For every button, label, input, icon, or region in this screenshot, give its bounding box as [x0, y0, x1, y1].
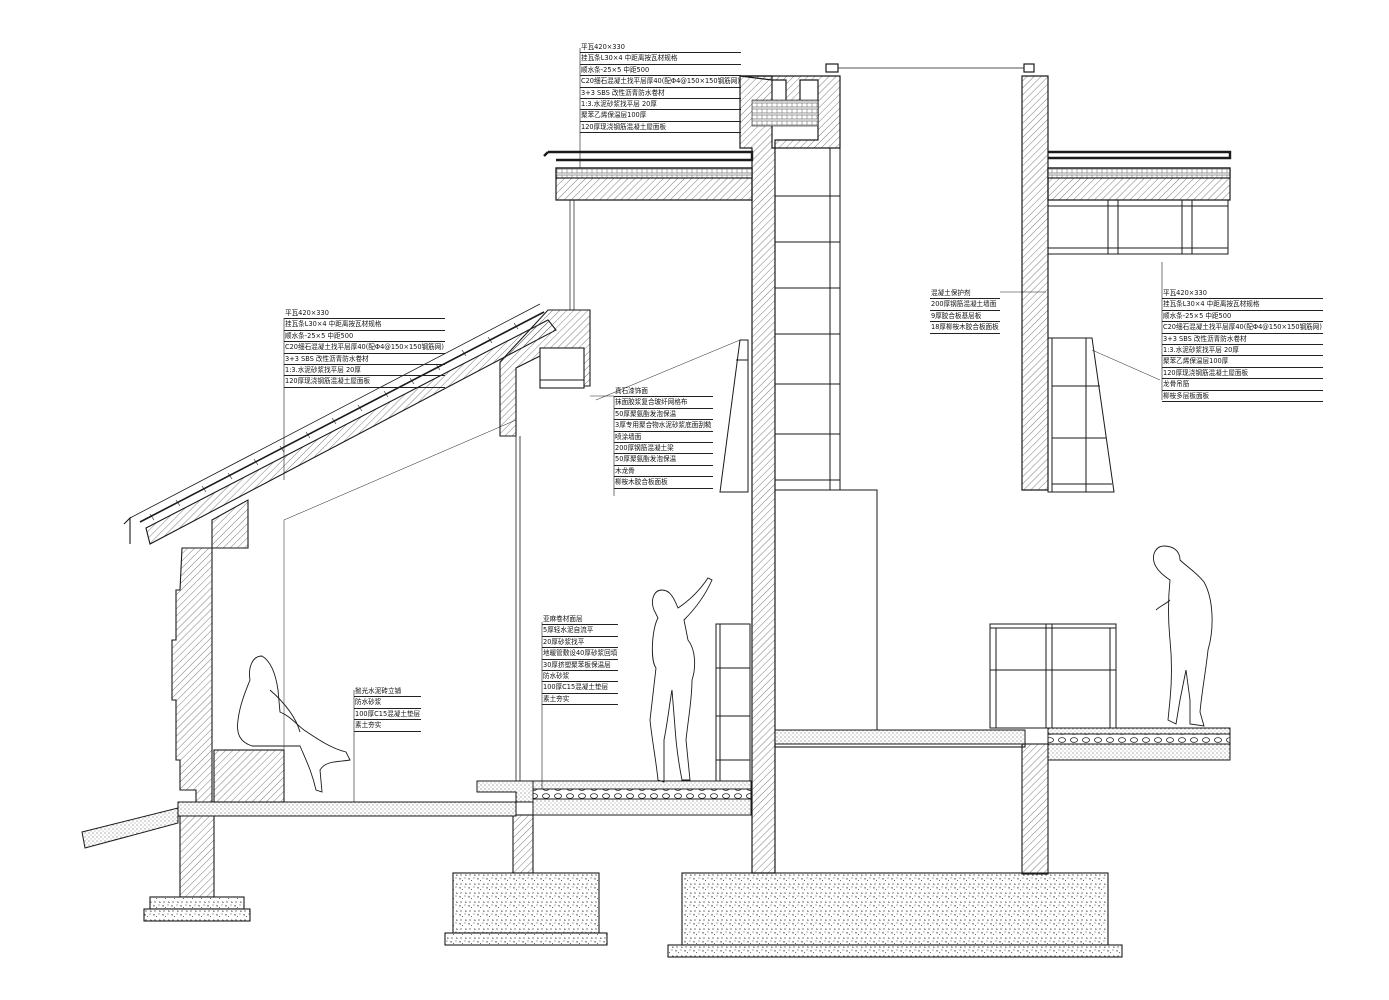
- callout-line: 亚麻卷材面层: [542, 614, 619, 626]
- callout-line: 抛光水泥砖立铺: [354, 686, 422, 698]
- callout-line: 50厚聚氨酯发泡保温: [614, 454, 713, 466]
- callout-line: 挂瓦条L30×4 中距离按瓦材规格: [1162, 299, 1323, 311]
- callout-line: 3厚专用聚合物水泥砂浆底面刮糙: [614, 420, 713, 432]
- callout-line: 平瓦420×330: [580, 42, 741, 54]
- callout-line: 顺水条-25×5 中距500: [580, 65, 741, 77]
- callout-line: 1:3.水泥砂浆找平层 20厚: [1162, 345, 1323, 357]
- callout-line: 1:3.水泥砂浆找平层 20厚: [284, 365, 445, 377]
- callout-line: 30厚挤塑聚苯板保温层: [542, 660, 619, 672]
- callout-line: C20细石混凝土找平层厚40(配Φ4@150×150钢筋网): [580, 76, 741, 88]
- callout-line: 5厚轻水泥自流平: [542, 625, 619, 637]
- left-house: [123, 200, 1161, 803]
- callout-line: 120厚现浇钢筋混凝土屋面板: [284, 376, 445, 388]
- callout-line: 18厚柳桉木胶合板面板: [930, 322, 1000, 334]
- callout-line: C20细石混凝土找平层厚40(配Φ4@150×150钢筋网): [284, 342, 445, 354]
- callout-line: 真石漆饰面: [614, 386, 713, 398]
- callout-line: 柳桉木胶合板面板: [614, 477, 713, 489]
- callout-line: 素土夯实: [542, 694, 619, 706]
- callout-line: 100厚C15混凝土垫层: [354, 709, 422, 721]
- callout-line: 120厚现浇钢筋混凝土屋面板: [580, 122, 741, 134]
- callout-line: 平瓦420×330: [284, 308, 445, 320]
- callout-line: 20厚砂浆找平: [542, 637, 619, 649]
- callout-line: 素土夯实: [354, 720, 422, 732]
- tower: [543, 63, 1232, 874]
- callout-line: 喷涂墙面: [614, 432, 713, 444]
- callout-line: 1:3.水泥砂浆找平层 20厚: [580, 99, 741, 111]
- callout-line: 防水砂浆: [354, 697, 422, 709]
- foundations: [143, 741, 1123, 958]
- callout-line: 200厚钢筋混凝土梁: [614, 443, 713, 455]
- callout-line: 顺水条-25×5 中距500: [1162, 311, 1323, 323]
- human-figures: [237, 545, 1213, 793]
- tower-shelves: [719, 147, 1229, 731]
- leader-lines: [283, 48, 1163, 802]
- callout-line: 聚苯乙烯保温层100厚: [1162, 356, 1323, 368]
- callout-line: 200厚钢筋混凝土墙面: [930, 299, 1000, 311]
- furniture: [715, 623, 1117, 782]
- callout-line: 抹面胶浆复合玻纤网格布: [614, 397, 713, 409]
- callout-line: 龙骨吊筋: [1162, 379, 1323, 391]
- callout-line: 顺水条-25×5 中距500: [284, 331, 445, 343]
- callout-line: 挂瓦条L30×4 中距离按瓦材规格: [580, 53, 741, 65]
- callout-line: 挂瓦条L30×4 中距离按瓦材规格: [284, 319, 445, 331]
- callout-line: 50厚聚氨酯发泡保温: [614, 409, 713, 421]
- callout-line: 防水砂浆: [542, 671, 619, 683]
- callout-line: 9厚胶合板基层板: [930, 311, 1000, 323]
- callout-line: 聚苯乙烯保温层100厚: [580, 110, 741, 122]
- callout-line: 3+3 SBS 改性沥青防水卷材: [284, 354, 445, 366]
- callout-line: 100厚C15混凝土垫层: [542, 682, 619, 694]
- callout-line: C20细石混凝土找平层厚40(配Φ4@150×150钢筋网): [1162, 322, 1323, 334]
- callout-line: 120厚现浇钢筋混凝土屋面板: [1162, 368, 1323, 380]
- callout-line: 混凝土保护剂: [930, 288, 1000, 300]
- callout-line: 木龙骨: [614, 466, 713, 478]
- floor-slabs: [81, 727, 1231, 849]
- callout-line: 地暖管敷设40厚砂浆回填: [542, 648, 619, 660]
- callout-line: 柳桉多层板面板: [1162, 391, 1323, 403]
- callout-line: 3+3 SBS 改性沥青防水卷材: [1162, 334, 1323, 346]
- callout-line: 3+3 SBS 改性沥青防水卷材: [580, 88, 741, 100]
- callout-line: 平瓦420×330: [1162, 288, 1323, 300]
